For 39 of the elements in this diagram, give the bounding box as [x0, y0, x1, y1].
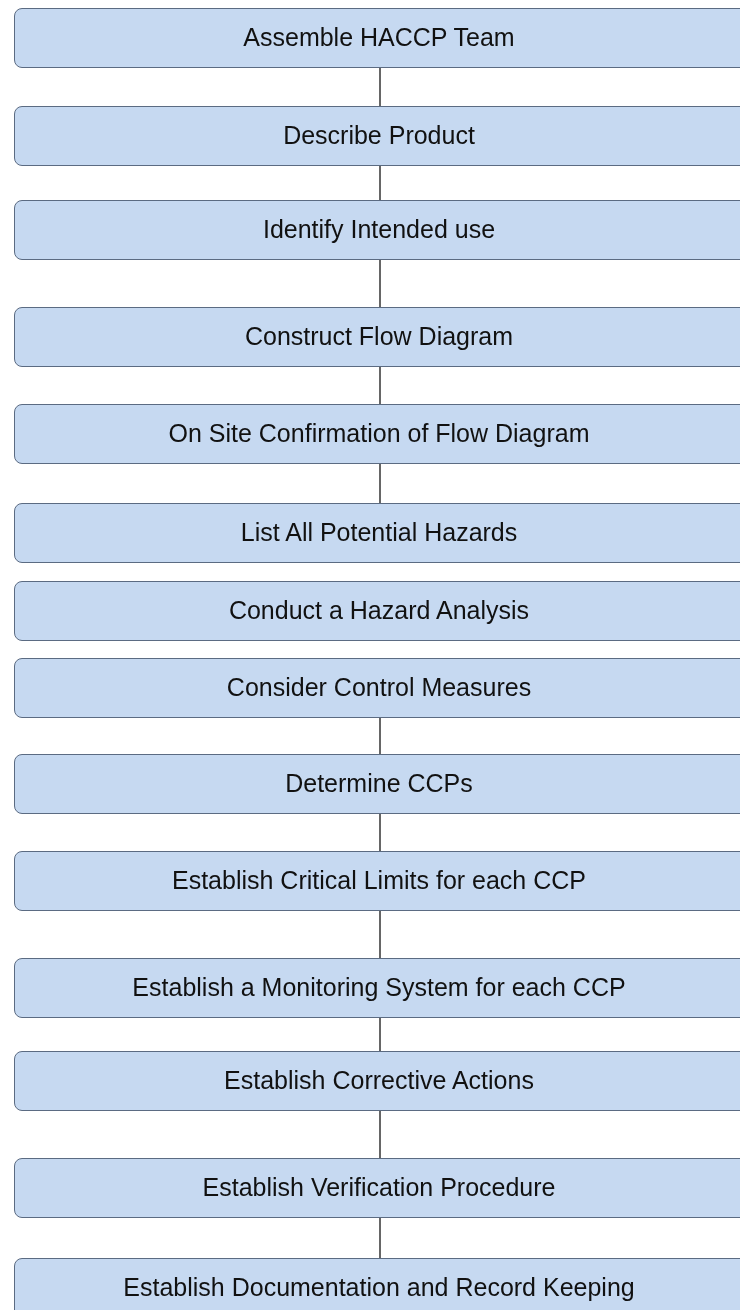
- step-label: Establish Documentation and Record Keeping: [123, 1272, 636, 1304]
- process-box: [14, 1158, 740, 1218]
- process-box: [14, 1051, 740, 1111]
- connector-line: [379, 910, 381, 959]
- step-label: Construct Flow Diagram: [244, 321, 515, 353]
- connector-line: [379, 1110, 381, 1159]
- step-label: List All Potential Hazards: [240, 517, 519, 549]
- connector-line: [379, 67, 381, 107]
- step-label: Establish a Monitoring System for each CCP: [132, 972, 627, 1004]
- step-label: Assemble HACCP Team: [243, 22, 516, 54]
- process-box: [14, 307, 740, 367]
- connector-line: [379, 813, 381, 852]
- step-label: Establish Verification Procedure: [202, 1172, 557, 1204]
- process-box: [14, 581, 740, 641]
- process-box: [14, 200, 740, 260]
- step-label: Describe Product: [283, 120, 476, 152]
- step-label: Establish Critical Limits for each CCP: [172, 865, 587, 897]
- connector-line: [379, 1217, 381, 1259]
- step-label: Determine CCPs: [285, 768, 474, 800]
- process-box: [14, 503, 740, 563]
- step-label: Conduct a Hazard Analysis: [228, 595, 531, 627]
- step-label: Identify Intended use: [262, 214, 497, 246]
- process-box: [14, 958, 740, 1018]
- process-box: [14, 106, 740, 166]
- connector-line: [379, 717, 381, 755]
- process-box: [14, 404, 740, 464]
- connector-line: [379, 259, 381, 308]
- connector-line: [379, 1017, 381, 1052]
- process-box: [14, 1258, 740, 1310]
- process-box: [14, 8, 740, 68]
- step-label: Establish Corrective Actions: [224, 1065, 535, 1097]
- step-label: On Site Confirmation of Flow Diagram: [168, 418, 591, 450]
- process-box: [14, 754, 740, 814]
- connector-line: [379, 165, 381, 201]
- process-box: [14, 851, 740, 911]
- connector-line: [379, 366, 381, 405]
- step-label: Consider Control Measures: [226, 672, 533, 704]
- connector-line: [379, 463, 381, 504]
- process-box: [14, 658, 740, 718]
